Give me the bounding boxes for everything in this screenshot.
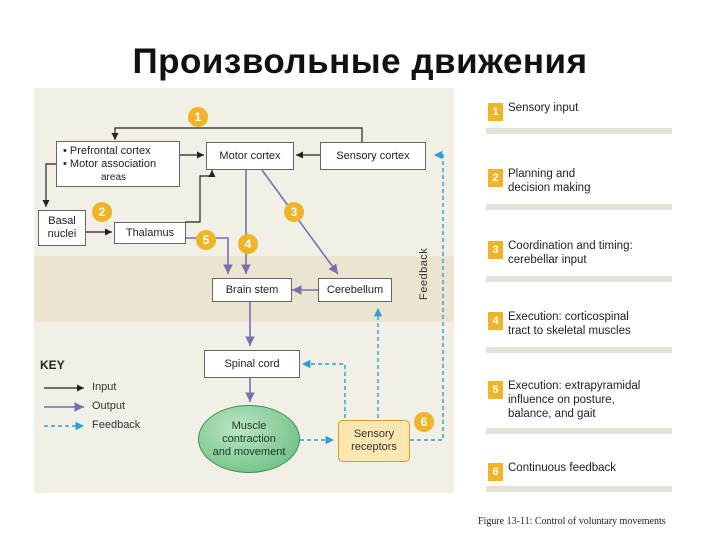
legend-num-2: 2 (488, 169, 503, 187)
prefrontal-line-3: areas (101, 171, 127, 183)
basal-line-2: nuclei (47, 228, 77, 240)
prefrontal-line-2: • Motor association (63, 157, 157, 170)
legend-card-4: 4 Execution: corticospinal tract to skel… (486, 303, 672, 353)
muscle-node: Muscle contraction and movement (198, 405, 300, 473)
cerebellum-box: Cerebellum (318, 278, 392, 302)
legend-card-3: 3 Coordination and timing: cerebellar in… (486, 232, 672, 282)
slide-title: Произвольные движения (132, 42, 588, 81)
legend-num-3: 3 (488, 241, 503, 259)
key-feedback-label: Feedback (92, 419, 141, 431)
step-badge-5: 5 (196, 230, 216, 250)
feedback-vertical-label: Feedback (418, 247, 430, 300)
basal-line-1: Basal (48, 215, 76, 227)
key-title: KEY (40, 358, 65, 372)
spinal-cord-box: Spinal cord (204, 350, 300, 378)
prefrontal-box: • Prefrontal cortex • Motor association … (56, 141, 180, 187)
legend-text-2b: decision making (508, 182, 591, 194)
basal-nuclei-box: Basal nuclei (38, 210, 86, 246)
legend-num-4: 4 (488, 312, 503, 330)
sensory-cortex-box: Sensory cortex (320, 142, 426, 170)
muscle-line-2: contraction (222, 432, 276, 445)
key-output-label: Output (92, 400, 126, 412)
prefrontal-line-1: • Prefrontal cortex (63, 144, 151, 157)
muscle-line-3: and movement (212, 445, 286, 458)
legend-num-5: 5 (488, 381, 503, 399)
legend-card-1: 1 Sensory input (486, 94, 672, 134)
thalamus-box: Thalamus (114, 222, 186, 244)
key-input-label: Input (92, 381, 117, 393)
legend-card-2: 2 Planning and decision making (486, 160, 672, 210)
motor-cortex-box: Motor cortex (206, 142, 294, 170)
legend-text-3a: Coordination and timing: (508, 240, 633, 252)
legend-text-2a: Planning and (508, 168, 576, 180)
step-badge-4: 4 (238, 234, 258, 254)
legend-text-3b: cerebellar input (508, 254, 587, 266)
step-badge-2: 2 (92, 202, 112, 222)
legend-text-6a: Continuous feedback (508, 462, 617, 474)
legend-text-4b: tract to skeletal muscles (508, 325, 631, 337)
sensory-receptors-node: Sensory receptors (338, 420, 410, 462)
legend-text-4a: Execution: corticospinal (508, 311, 629, 323)
legend-card-6: 6 Continuous feedback (486, 454, 672, 492)
sensory-line-1: Sensory (353, 428, 395, 440)
legend-card-5: 5 Execution: extrapyramidal influence on… (486, 372, 672, 434)
legend-text-1a: Sensory input (508, 102, 579, 114)
legend-num-6: 6 (488, 463, 503, 481)
step-badge-3: 3 (284, 202, 304, 222)
legend-num-1: 1 (488, 103, 503, 121)
figure-caption: Figure 13-11: Control of voluntary movem… (478, 516, 666, 527)
step-badge-6: 6 (414, 412, 434, 432)
legend-text-5c: balance, and gait (508, 408, 596, 420)
sensory-line-2: receptors (351, 441, 397, 453)
legend-text-5b: influence on posture, (508, 394, 615, 406)
muscle-line-1: Muscle (231, 419, 267, 432)
legend-text-5a: Execution: extrapyramidal (508, 380, 641, 392)
step-badge-1: 1 (188, 107, 208, 127)
brain-stem-box: Brain stem (212, 278, 292, 302)
